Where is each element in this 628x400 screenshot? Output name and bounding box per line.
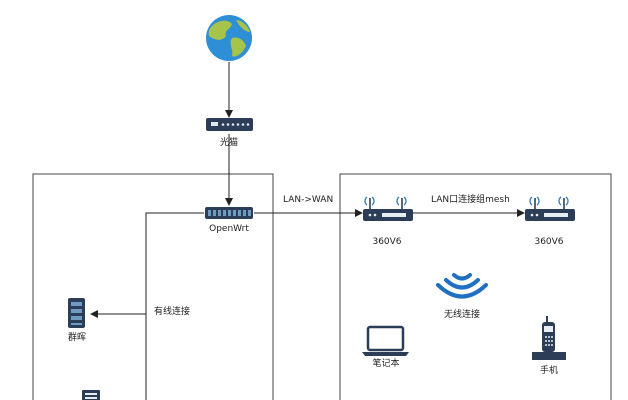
laptop-label: 笔记本 [372,359,400,369]
wired-label: 有线连接 [154,307,191,317]
wifi-label: 无线连接 [443,310,481,320]
router-main-icon [363,196,413,221]
wifi-icon [436,273,488,299]
modem-icon [206,118,253,131]
lan-mesh-label: LAN口连接组mesh [431,195,510,205]
phone-icon [532,316,566,360]
right-group-box [339,173,612,400]
modem-label: 光猫 [219,138,239,148]
nas-label: 群晖 [67,333,87,343]
globe-icon [206,15,252,61]
left-group-box [32,173,274,400]
edge-openwrt-to-nas [145,212,204,400]
openwrt-label: OpenWrt [209,224,249,234]
router-main-label: 360V6 [372,237,402,247]
laptop-icon [362,325,409,356]
openwrt-switch-icon [205,207,253,219]
router-mesh-label: 360V6 [534,237,564,247]
phone-label: 手机 [539,366,559,376]
lan-wan-label: LAN->WAN [283,195,334,205]
router-mesh-icon [525,196,575,221]
nas-icon [68,298,85,328]
server-icon [82,390,100,400]
